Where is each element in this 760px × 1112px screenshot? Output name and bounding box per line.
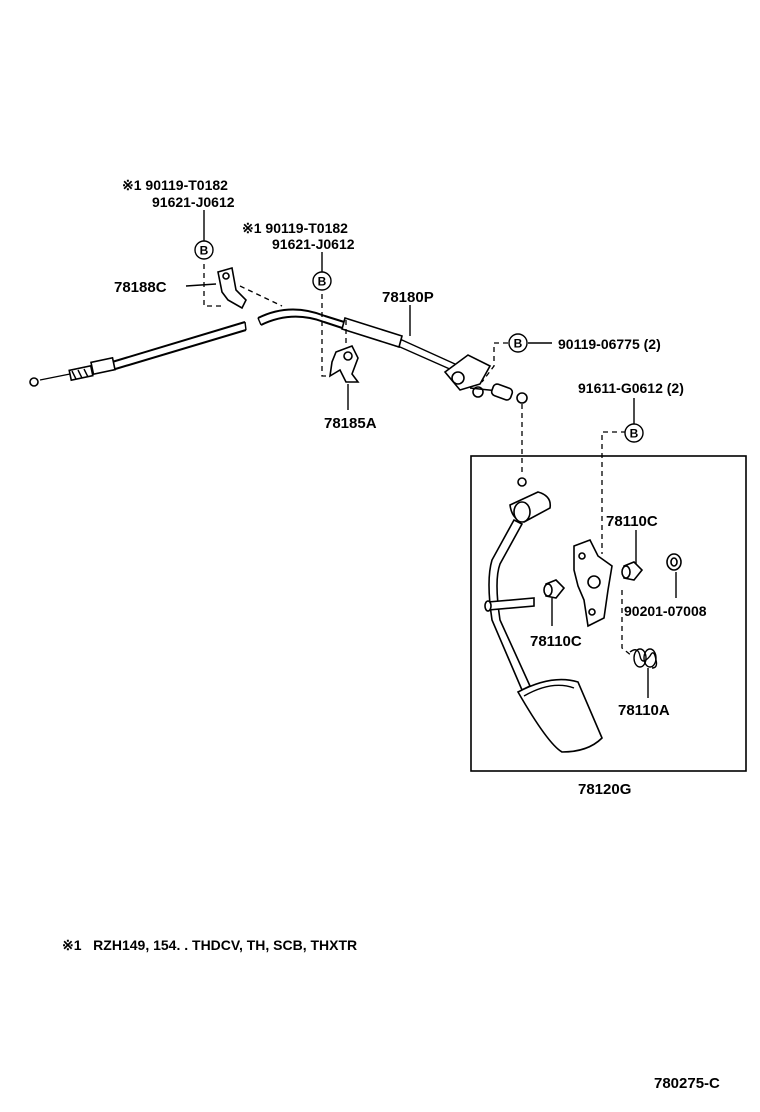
return-spring-78110a	[629, 648, 658, 669]
bushing-78110c-upper	[621, 561, 644, 581]
pedal-assembly-frame	[470, 455, 747, 772]
callout-78185a: 78185A	[324, 415, 377, 432]
callout-78110a: 78110A	[618, 702, 670, 719]
clip-90201-07008	[666, 553, 682, 571]
leader-78188c	[185, 283, 217, 287]
leader-dash-nut	[601, 431, 626, 554]
leader-dash-clamp	[321, 294, 347, 377]
callout-78110c-upper: 78110C	[606, 513, 658, 530]
accelerator-cable-left	[29, 321, 247, 387]
accelerator-cable-78180p	[257, 308, 528, 404]
callout-left-bolt: ※1 90119-T0182	[122, 177, 228, 193]
leader-dash-bracket	[203, 264, 222, 307]
svg-text:B: B	[200, 244, 209, 258]
ref-marker-b-bolt: B	[508, 333, 528, 353]
callout-78180p: 78180P	[382, 289, 434, 306]
callout-90119-06775: 90119-06775 (2)	[558, 336, 661, 352]
leader-dash-spring	[621, 590, 633, 657]
callout-91611-g0612: 91611-G0612 (2)	[578, 380, 684, 396]
diagram-code: 780275-C	[654, 1075, 720, 1092]
callout-mid-nut: 91621-J0612	[272, 236, 355, 252]
callout-78188c: 78188C	[114, 279, 167, 296]
callout-mid-bolt: ※1 90119-T0182	[242, 220, 348, 236]
accelerator-pedal	[488, 477, 603, 753]
leader-dash-bolt	[481, 342, 508, 383]
bushing-78110c-lower	[543, 579, 566, 599]
ref-marker-b-mid: B	[312, 271, 332, 291]
svg-text:B: B	[318, 275, 327, 289]
ref-marker-b-nut: B	[624, 423, 644, 443]
callout-90201-07008: 90201-07008	[624, 603, 707, 619]
pivot-pin	[484, 597, 535, 612]
leader-dash-bracket-to-cable	[239, 285, 283, 307]
callout-78120g: 78120G	[578, 781, 631, 798]
svg-text:B: B	[630, 427, 639, 441]
ref-marker-b-left: B	[194, 240, 214, 260]
clamp-78185a	[328, 344, 360, 383]
footnote: ※1 RZH149, 154. . THDCV, TH, SCB, THXTR	[62, 937, 357, 953]
callout-left-nut: 91621-J0612	[152, 194, 235, 210]
pedal-bracket	[573, 538, 613, 628]
callout-78110c-lower: 78110C	[530, 633, 582, 650]
bracket-78188c	[217, 266, 247, 310]
svg-text:B: B	[514, 337, 523, 351]
